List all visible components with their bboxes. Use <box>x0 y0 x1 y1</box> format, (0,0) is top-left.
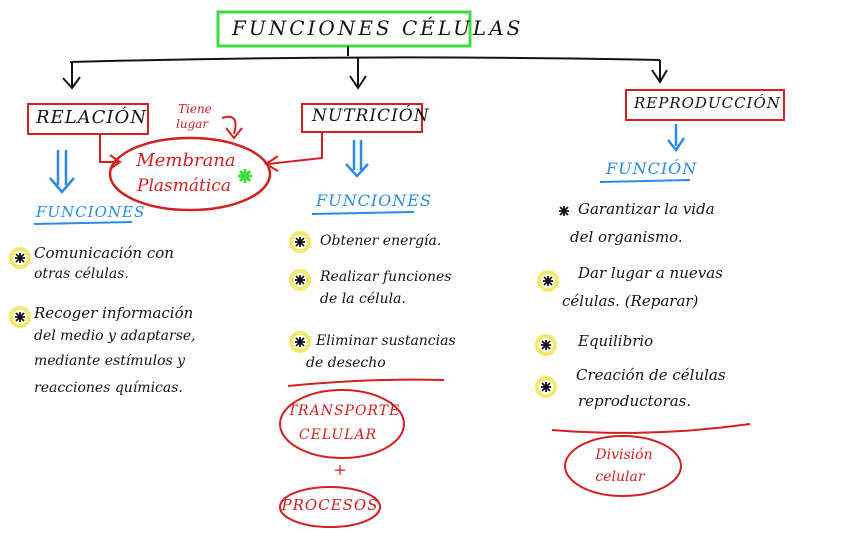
nutricion-item-1-line1: Obtener energía. <box>320 233 442 249</box>
asterisk-relacion-1 <box>15 253 25 263</box>
blue-arrow-nutricion <box>345 140 369 178</box>
relacion-box <box>27 103 149 135</box>
title-box <box>216 10 472 48</box>
bullet-nutricion-2 <box>289 269 311 291</box>
green-star-mark <box>238 169 252 183</box>
bullet-reproduccion-4 <box>535 376 557 398</box>
reproduccion-label: REPRODUCCIÓN <box>634 94 781 112</box>
reproduccion-item-2-line2: células. (Reparar) <box>562 292 699 310</box>
division-line2: celular <box>595 469 645 485</box>
relacion-item-2-line3: mediante estímulos y <box>34 353 186 369</box>
asterisk-nutricion-1 <box>295 237 305 247</box>
membrane-line1: Membrana <box>136 150 236 171</box>
annotation-line2: lugar <box>176 117 209 131</box>
reproduccion-item-2-line1: Dar lugar a nuevas <box>578 264 723 282</box>
arrow-head-nutricion <box>349 75 367 90</box>
blue-arrow-reproduccion <box>667 124 686 153</box>
blue-arrow-relacion <box>49 150 75 194</box>
bullet-reproduccion-3 <box>535 334 557 356</box>
nutricion-to-membrane <box>267 132 323 165</box>
nutricion-label: NUTRICIÓN <box>312 106 430 126</box>
relacion-to-membrane <box>99 134 118 163</box>
transporte-line2: CELULAR <box>298 427 378 443</box>
relacion-item-2-line1: Recoger información <box>34 304 194 322</box>
relacion-item-2-line2: del medio y adaptarse, <box>34 328 196 344</box>
nutricion-item-3-line1: Eliminar sustancias <box>316 333 456 349</box>
reproduccion-red-underline <box>551 423 751 434</box>
nutricion-subheading-underline <box>311 211 415 215</box>
nutricion-membrane-arrowhead <box>264 155 279 172</box>
asterisks <box>15 206 569 392</box>
asterisk-reproduccion-1 <box>559 206 569 216</box>
reproduccion-subheading-underline <box>599 179 691 183</box>
bullets <box>9 231 559 398</box>
page-title: FUNCIONES CÉLULAS <box>232 16 524 40</box>
reproduccion-item-4-line2: reproductoras. <box>578 392 692 410</box>
membrane-line2: Plasmática <box>137 176 231 196</box>
reproduccion-item-1-line1: Garantizar la vida <box>578 200 715 218</box>
relacion-membrane-arrowhead <box>109 154 122 170</box>
annotation-line1: Tiene <box>178 102 212 116</box>
asterisk-relacion-2 <box>15 312 25 322</box>
transporte-line1: TRANSPORTE <box>287 403 401 419</box>
reproduccion-item-4-line1: Creación de células <box>576 366 726 384</box>
membrane-ellipse <box>108 136 272 212</box>
arrow-head-reproduccion <box>651 69 668 84</box>
bullet-nutricion-3 <box>289 331 311 353</box>
bullet-nutricion-1 <box>289 231 311 253</box>
relacion-item-1-line2: otras células. <box>34 266 129 282</box>
division-celular-bubble <box>564 435 682 497</box>
plus-sign: + <box>333 460 347 479</box>
asterisk-reproduccion-2 <box>543 276 553 286</box>
relacion-item-2-line4: reacciones químicas. <box>34 380 183 396</box>
reproduccion-item-1-line2: del organismo. <box>570 228 683 246</box>
bullet-relacion-2 <box>9 306 31 328</box>
relacion-item-1-line1: Comunicación con <box>34 244 174 262</box>
reproduccion-box <box>625 89 785 121</box>
asterisk-nutricion-2 <box>295 275 305 285</box>
nutricion-subheading: FUNCIONES <box>316 191 432 210</box>
transporte-celular-bubble <box>279 389 405 459</box>
bullet-reproduccion-2 <box>537 270 559 292</box>
nutricion-item-2-line1: Realizar funciones <box>320 269 452 285</box>
bullet-relacion-1 <box>9 247 31 269</box>
asterisk-reproduccion-4 <box>541 382 551 392</box>
arrow-head-relacion <box>62 76 81 90</box>
nutricion-item-3-line2: de desecho <box>306 355 386 371</box>
procesos-bubble <box>279 486 381 528</box>
reproduccion-item-3-line1: Equilibrio <box>578 332 654 350</box>
relacion-label: RELACIÓN <box>36 107 148 128</box>
nutricion-box <box>301 103 423 133</box>
relacion-subheading: FUNCIONES <box>36 203 146 221</box>
relacion-subheading-underline <box>33 221 133 225</box>
nutricion-red-underline <box>287 378 445 387</box>
procesos-label: PROCESOS <box>281 496 379 514</box>
title-connector <box>69 46 661 86</box>
reproduccion-subheading: FUNCIÓN <box>606 159 698 178</box>
division-line1: División <box>595 447 653 463</box>
nutricion-item-2-line2: de la célula. <box>320 291 406 307</box>
asterisk-reproduccion-3 <box>541 340 551 350</box>
annotation-arrow <box>221 115 243 140</box>
asterisk-nutricion-3 <box>295 337 305 347</box>
